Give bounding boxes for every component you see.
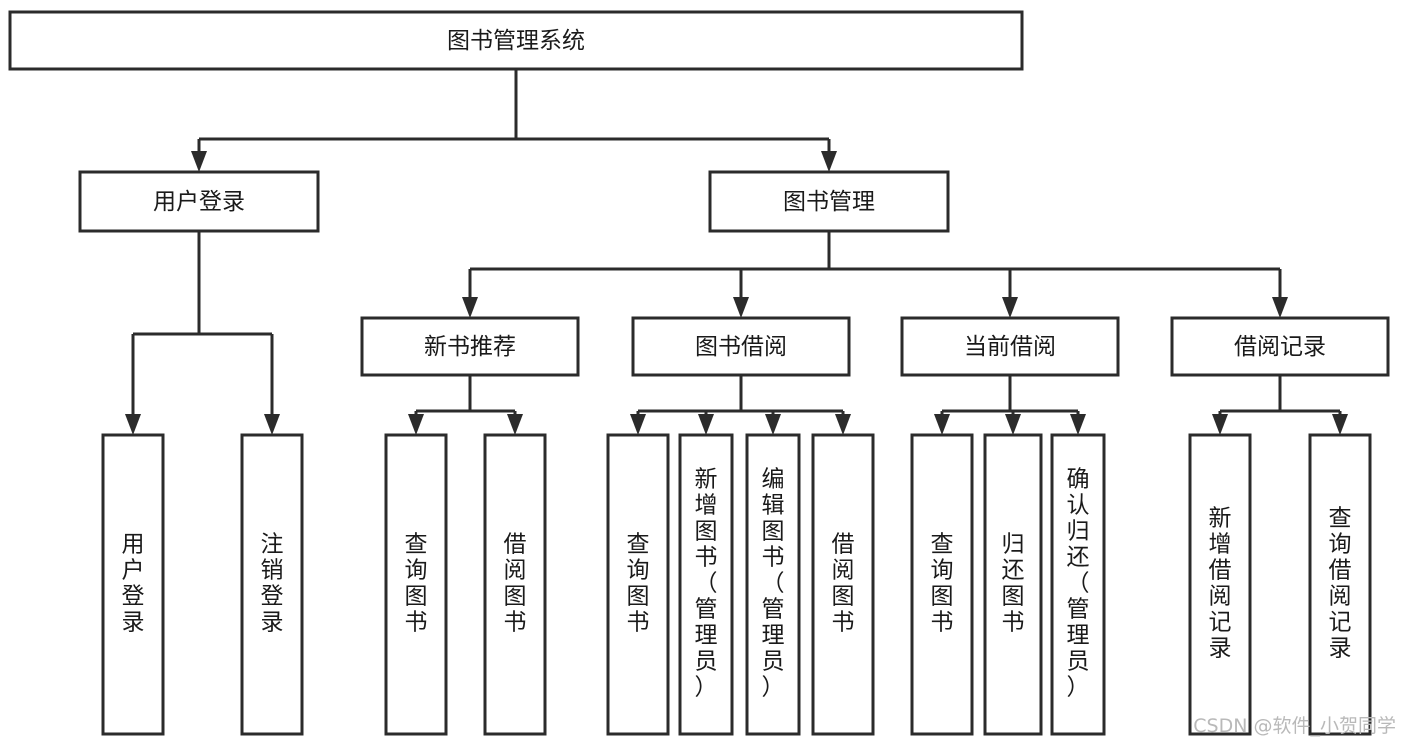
book-borrow-arrow-3 [835,414,851,435]
node-box[interactable] [900,316,1120,377]
node-label: 归还图书 [1002,532,1025,636]
node-label: 图书管理系统 [447,28,585,54]
borrow-record-arrow-1 [1332,414,1348,435]
node-box[interactable] [101,433,165,736]
node-label: 编辑图书（管理员） [762,467,785,701]
current-borrow-arrow-1 [1005,414,1021,435]
node-leaf-query-book-3[interactable]: 查询图书 [910,433,974,736]
current-borrow-arrow-0 [934,414,950,435]
node-label: 注销登录 [261,532,284,636]
node-book-management[interactable]: 图书管理 [708,170,950,233]
node-box[interactable] [811,433,875,736]
book-management-arrow-1 [733,297,749,318]
node-leaf-confirm-return[interactable]: 确认归还（管理员） [1050,433,1106,736]
node-box[interactable] [631,316,851,377]
node-leaf-borrow-book-2[interactable]: 借阅图书 [811,433,875,736]
node-label: 新书推荐 [424,334,516,360]
node-leaf-edit-book[interactable]: 编辑图书（管理员） [745,433,801,736]
node-leaf-add-record[interactable]: 新增借阅记录 [1188,433,1252,736]
node-label: 借阅图书 [832,532,855,636]
node-leaf-user-login[interactable]: 用户登录 [101,433,165,736]
node-box[interactable] [78,170,320,233]
csdn-watermark: CSDN @软件_小贺同学 [1193,715,1396,737]
connector-layer [125,69,1348,435]
node-box[interactable] [678,433,734,736]
node-new-book-recommend[interactable]: 新书推荐 [360,316,580,377]
node-box[interactable] [1188,433,1252,736]
node-label: 新增图书（管理员） [695,467,718,701]
node-label: 借阅记录 [1234,334,1326,360]
node-leaf-logout[interactable]: 注销登录 [240,433,304,736]
node-label: 图书管理 [783,189,875,215]
node-label: 确认归还（管理员） [1067,467,1090,701]
new-book-recommend-arrow-1 [507,414,523,435]
node-label: 借阅图书 [504,532,527,636]
node-box[interactable] [910,433,974,736]
node-box[interactable] [483,433,547,736]
root-arrow-1 [821,151,837,172]
node-leaf-query-record[interactable]: 查询借阅记录 [1308,433,1372,736]
node-box[interactable] [983,433,1043,736]
user-login-arrow-1 [264,414,280,435]
book-borrow-arrow-0 [630,414,646,435]
borrow-record-arrow-0 [1212,414,1228,435]
node-box[interactable] [1050,433,1106,736]
node-book-borrow[interactable]: 图书借阅 [631,316,851,377]
root-arrow-0 [191,151,207,172]
node-label: 查询借阅记录 [1329,506,1352,662]
node-box[interactable] [745,433,801,736]
node-current-borrow[interactable]: 当前借阅 [900,316,1120,377]
book-management-arrow-3 [1272,297,1288,318]
node-leaf-query-book-2[interactable]: 查询图书 [606,433,670,736]
node-user-login[interactable]: 用户登录 [78,170,320,233]
current-borrow-arrow-2 [1070,414,1086,435]
node-leaf-add-book[interactable]: 新增图书（管理员） [678,433,734,736]
user-login-arrow-0 [125,414,141,435]
node-box[interactable] [1170,316,1390,377]
node-leaf-return-book[interactable]: 归还图书 [983,433,1043,736]
node-label: 查询图书 [627,532,650,636]
book-borrow-arrow-2 [765,414,781,435]
node-borrow-record[interactable]: 借阅记录 [1170,316,1390,377]
book-management-arrow-0 [462,297,478,318]
node-box[interactable] [360,316,580,377]
node-layer: 图书管理系统用户登录图书管理新书推荐图书借阅当前借阅借阅记录用户登录注销登录查询… [8,10,1390,736]
new-book-recommend-arrow-0 [408,414,424,435]
node-label: 查询图书 [405,532,428,636]
node-leaf-borrow-book-1[interactable]: 借阅图书 [483,433,547,736]
node-leaf-query-book-1[interactable]: 查询图书 [384,433,448,736]
node-box[interactable] [708,170,950,233]
book-management-arrow-2 [1002,297,1018,318]
node-root-system-title[interactable]: 图书管理系统 [8,10,1024,71]
node-box[interactable] [1308,433,1372,736]
node-label: 查询图书 [931,532,954,636]
node-label: 用户登录 [153,189,245,215]
node-label: 用户登录 [122,532,145,636]
node-label: 新增借阅记录 [1209,506,1232,662]
node-box[interactable] [384,433,448,736]
node-box[interactable] [8,10,1024,71]
node-label: 图书借阅 [695,334,787,360]
node-box[interactable] [606,433,670,736]
node-box[interactable] [240,433,304,736]
book-borrow-arrow-1 [698,414,714,435]
node-label: 当前借阅 [964,334,1056,360]
